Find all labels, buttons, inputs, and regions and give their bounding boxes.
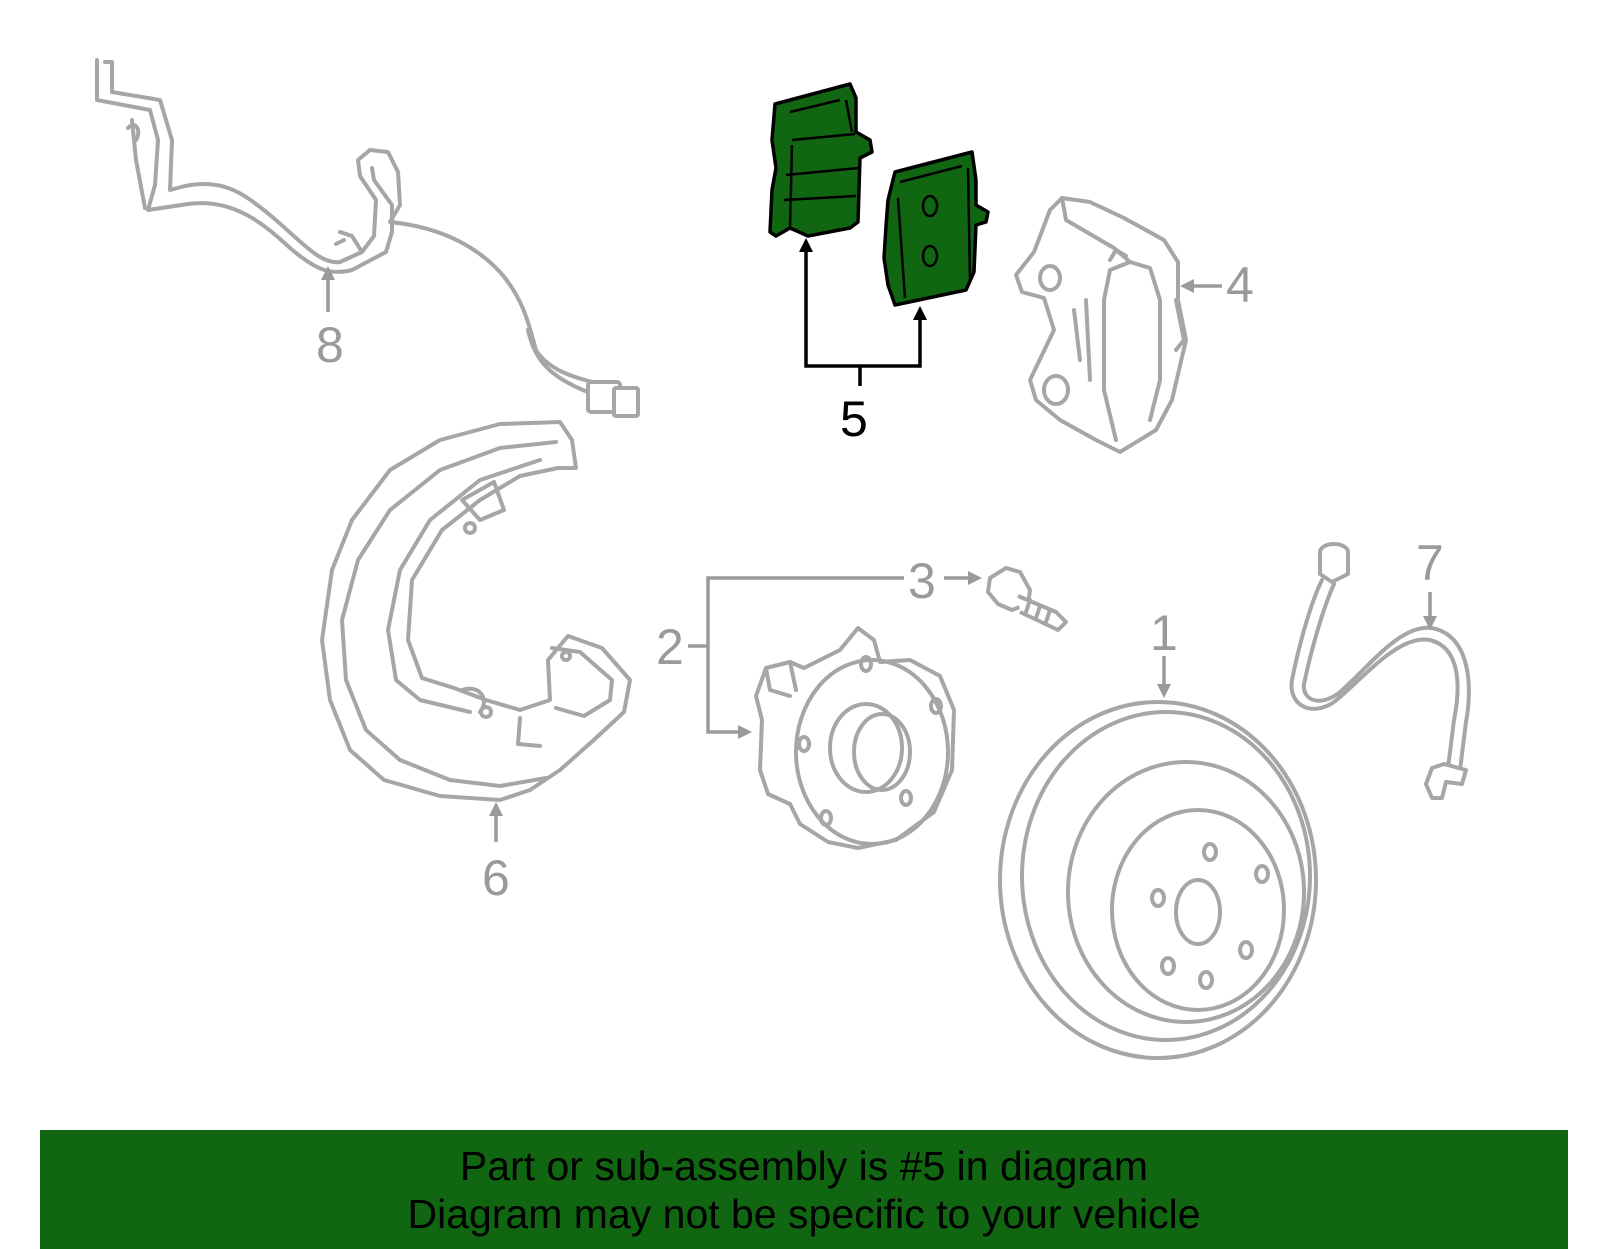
banner-line-disclaimer: Diagram may not be specific to your vehi… — [407, 1190, 1201, 1237]
callout-5: 5 — [840, 391, 868, 447]
part-6-dust-shield[interactable] — [320, 420, 632, 802]
parts-diagram: 8 6 4 3 2 1 7 5 — [95, 58, 1471, 1060]
callout-4: 4 — [1226, 257, 1254, 313]
callout-7: 7 — [1416, 535, 1444, 591]
callout-1: 1 — [1150, 605, 1178, 661]
callout-6: 6 — [482, 850, 510, 906]
part-5-brake-pads[interactable] — [768, 82, 990, 307]
banner-line-part: Part or sub-assembly is #5 in diagram — [459, 1142, 1149, 1189]
callout-leaders — [321, 238, 1437, 842]
brake-pad-right — [882, 150, 990, 307]
callout-2: 2 — [656, 619, 684, 675]
part-8-speed-sensor[interactable] — [95, 58, 640, 418]
part-7-brake-hose[interactable] — [1289, 542, 1471, 800]
part-3-bolt[interactable] — [986, 566, 1068, 632]
info-banner: Part or sub-assembly is #5 in diagram Di… — [40, 1130, 1568, 1249]
callout-3: 3 — [908, 553, 936, 609]
brake-pad-left — [768, 82, 874, 238]
part-4-caliper[interactable] — [1014, 196, 1188, 454]
callout-8: 8 — [316, 317, 344, 373]
part-1-rotor[interactable] — [998, 700, 1318, 1060]
part-2-hub[interactable] — [754, 626, 956, 850]
